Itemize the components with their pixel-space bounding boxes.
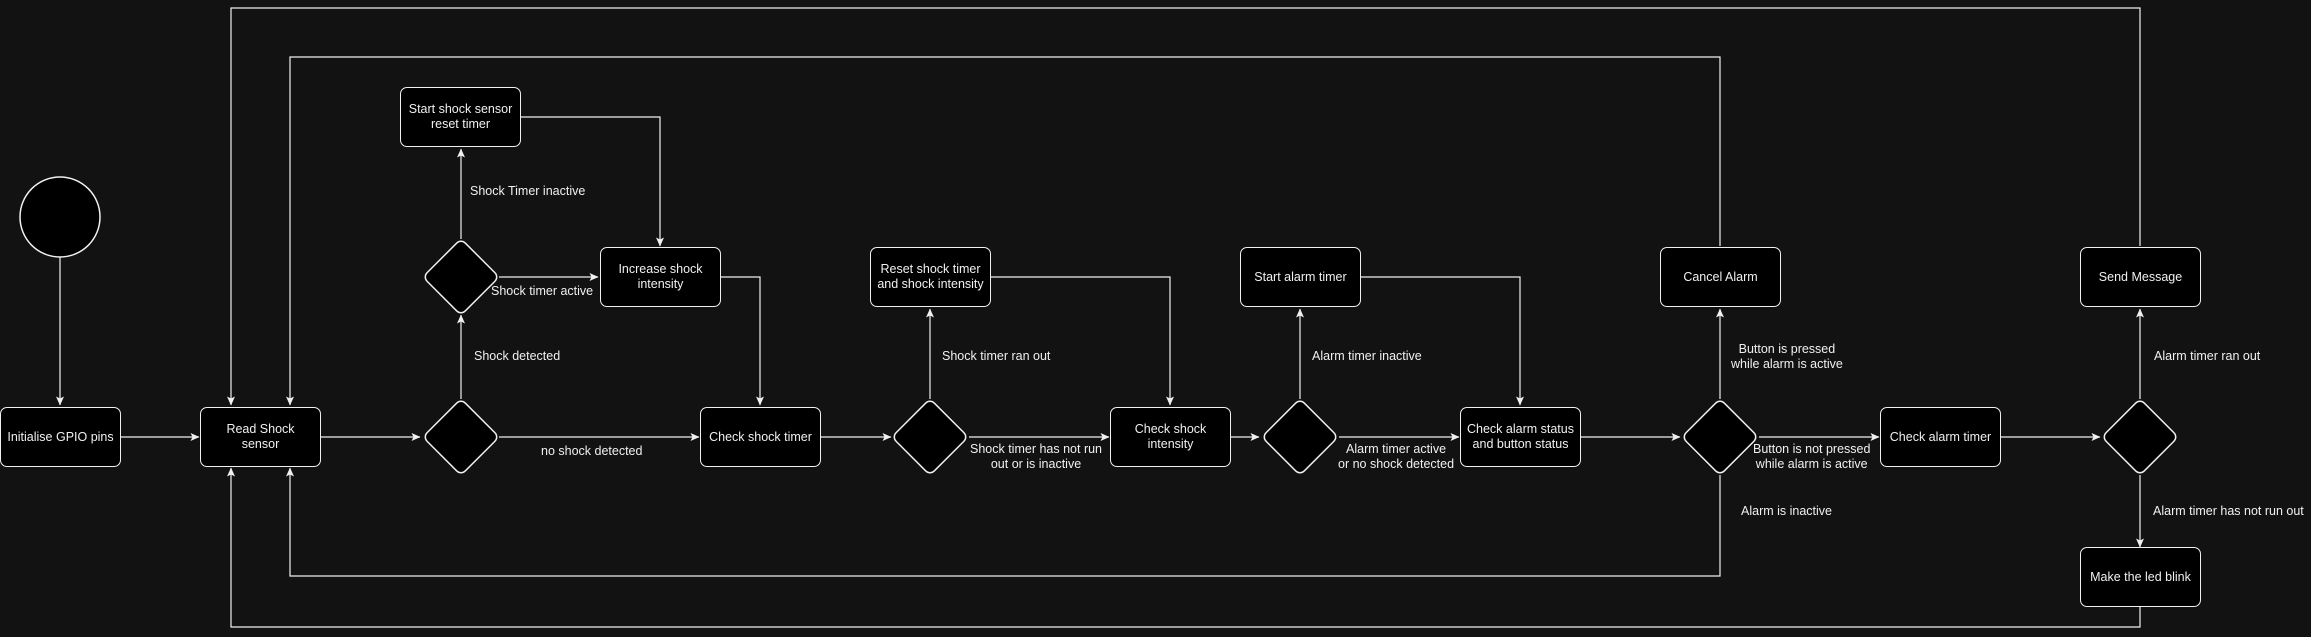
label-button-not-pressed-line1: Button is not pressed	[1753, 442, 1871, 456]
node-check-shock-intensity: Check shock intensity	[1110, 407, 1231, 467]
label-shock-timer-inactive: Shock Timer inactive	[470, 184, 586, 198]
node-read-shock-sensor: Read Shock sensor	[200, 407, 321, 467]
edge-alarm-is-inactive-loop	[286, 467, 1721, 577]
label-alarm-timer-ran-out: Alarm timer ran out	[2154, 349, 2261, 363]
node-check-alarm-button-status: Check alarm status and button status	[1460, 407, 1581, 467]
label-alarm-timer-active-line2: or no shock detected	[1338, 457, 1455, 471]
label-alarm-timer-inactive: Alarm timer inactive	[1312, 349, 1422, 363]
decision-shock-detected	[424, 400, 498, 474]
label-shock-timer-not-run-out-line2: out or is inactive	[990, 457, 1082, 471]
node-cancel-alarm: Cancel Alarm	[1660, 247, 1781, 307]
node-start-alarm-timer: Start alarm timer	[1240, 247, 1361, 307]
decision-alarm-timer-ran-out	[2103, 400, 2177, 474]
edge-send-message-loop	[227, 7, 2141, 406]
edge-cancel-alarm-loop	[286, 56, 1721, 406]
decision-alarm-timer-status	[1263, 400, 1337, 474]
edge-start-alarm-to-check	[1361, 276, 1524, 406]
node-send-message: Send Message	[2080, 247, 2201, 307]
start-node	[19, 176, 101, 258]
label-alarm-is-inactive: Alarm is inactive	[1741, 504, 1832, 518]
label-button-pressed-line1: Button is pressed	[1738, 342, 1836, 356]
label-no-shock-detected: no shock detected	[541, 444, 643, 458]
label-button-not-pressed-line2: while alarm is active	[1755, 457, 1868, 471]
edge-led-blink-loop	[227, 467, 2141, 628]
label-button-pressed-line2: while alarm is active	[1731, 357, 1843, 371]
node-increase-shock-intensity: Increase shock intensity	[600, 247, 721, 307]
label-alarm-timer-not-run-out: Alarm timer has not run out	[2153, 504, 2304, 518]
decision-shock-timer-active	[424, 240, 498, 314]
edge-increase-to-check-timer	[720, 276, 764, 406]
label-shock-timer-not-run-out: Shock timer has not run out or is inacti…	[970, 442, 1102, 472]
label-shock-detected: Shock detected	[474, 349, 561, 363]
label-button-not-pressed: Button is not pressed while alarm is act…	[1753, 442, 1870, 472]
edge-reset-to-check-intensity	[991, 276, 1174, 406]
label-shock-timer-ran-out: Shock timer ran out	[942, 349, 1051, 363]
node-reset-shock-timer-intensity: Reset shock timer and shock intensity	[870, 247, 991, 307]
node-check-shock-timer: Check shock timer	[700, 407, 821, 467]
decision-shock-timer-ran-out	[893, 400, 967, 474]
label-shock-timer-not-run-out-line1: Shock timer has not run	[970, 442, 1103, 456]
node-check-alarm-timer: Check alarm timer	[1880, 407, 2001, 467]
decision-button-status	[1683, 400, 1757, 474]
label-alarm-timer-active: Alarm timer active or no shock detected	[1338, 442, 1454, 472]
node-start-shock-reset-timer: Start shock sensor reset timer	[400, 87, 521, 147]
node-led-blink: Make the led blink	[2080, 547, 2201, 607]
label-shock-timer-active: Shock timer active	[491, 284, 594, 298]
edge-reset-timer-to-increase	[520, 116, 664, 247]
node-initialise-gpio: Initialise GPIO pins	[0, 407, 121, 467]
label-alarm-timer-active-line1: Alarm timer active	[1346, 442, 1447, 456]
label-button-pressed: Button is pressed while alarm is active	[1731, 342, 1843, 372]
